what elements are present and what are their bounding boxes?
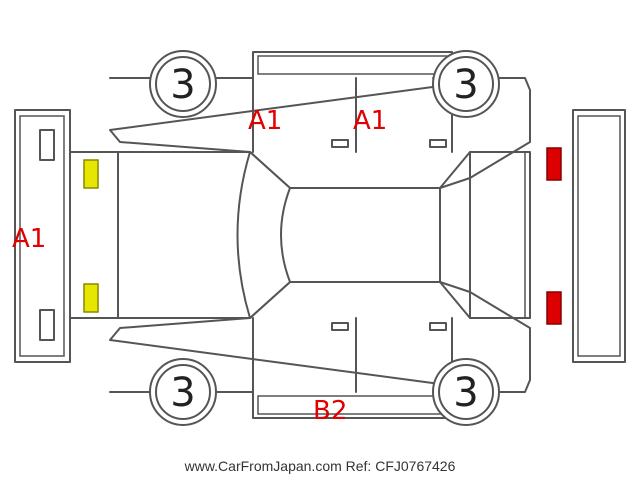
rear-bumper <box>572 109 626 363</box>
wheel-mark-bottom-right: 3 <box>453 370 478 416</box>
damage-code-top-front-door: A1 <box>248 106 282 136</box>
wheel-mark-top-right: 3 <box>453 62 478 108</box>
wheel-bottom-left: 3 <box>149 358 217 426</box>
wheel-bottom-right: 3 <box>432 358 500 426</box>
wheel-mark-bottom-left: 3 <box>170 370 195 416</box>
footer-reference: www.CarFromJapan.com Ref: CFJ0767426 <box>184 458 456 474</box>
wheel-top-right: 3 <box>432 50 500 118</box>
wheel-mark-top-left: 3 <box>170 62 195 108</box>
damage-code-bottom-rocker: B2 <box>313 396 347 426</box>
taillight-lower <box>546 291 562 325</box>
headlight-lower <box>83 283 99 313</box>
headlight-upper <box>83 159 99 189</box>
taillight-upper <box>546 147 562 181</box>
damage-code-top-rear-door: A1 <box>353 106 387 136</box>
wheel-top-left: 3 <box>149 50 217 118</box>
front-bumper <box>14 109 71 363</box>
damage-code-left-bumper: A1 <box>12 224 46 254</box>
top-down-body <box>69 151 531 319</box>
